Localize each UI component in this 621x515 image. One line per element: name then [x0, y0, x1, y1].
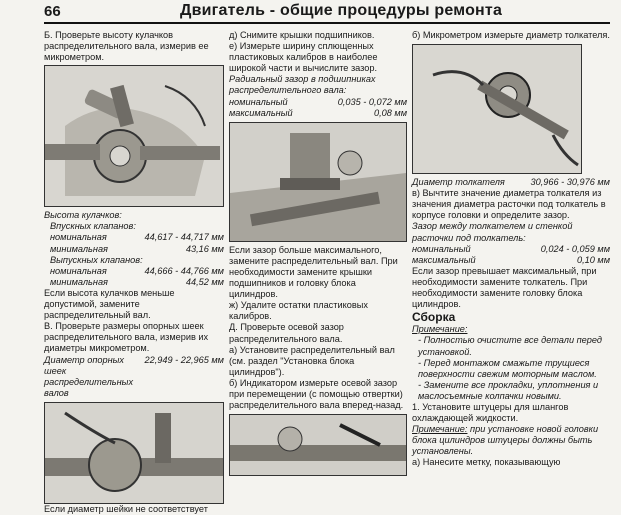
- step-b-indicator: б) Индикатором измерьте осевой зазор при…: [229, 377, 404, 411]
- cam-height-title: Высота кулачков:: [44, 210, 122, 221]
- figure-dial-indicator: [229, 414, 407, 477]
- step-a-install: а) Установите распределительный вал (см.…: [229, 344, 395, 377]
- assembly-step-1: 1. Установите штуцеры для шлангов охлажд…: [412, 401, 569, 424]
- gap-nominal-row: номинальный 0,024 - 0,059 мм: [412, 244, 610, 255]
- figure-tappet-micrometer: [412, 44, 582, 175]
- exhaust-min-label: минимальная: [50, 276, 108, 287]
- gap-exceeds-text: Если зазор превышает максимальный, при н…: [412, 265, 597, 310]
- gap-max-value: 0,10 мм: [576, 254, 610, 265]
- bottom-cut-text: Если диаметр шейки не соответствует: [44, 503, 208, 514]
- step-b-micrometer: б) Микрометром измерьте диаметр толкател…: [412, 30, 610, 40]
- intake-min-row: минимальная 43,16 мм: [44, 244, 224, 255]
- column-1: Б. Проверьте высоту кулачков распределит…: [44, 30, 224, 515]
- note-label-2: Примечание:: [412, 424, 468, 435]
- intake-min-label: минимальная: [50, 243, 108, 254]
- intake-nominal-value: 44,617 - 44,717 мм: [144, 232, 224, 243]
- note-1: - Полностью очистите все детали перед ус…: [418, 335, 602, 357]
- note-3: - Замените все прокладки, уплотнения и м…: [418, 379, 599, 401]
- exhaust-nominal-label: номинальная: [50, 265, 107, 276]
- gap-nominal-label: номинальный: [412, 243, 471, 254]
- radial-nominal-row: номинальный 0,035 - 0,072 мм: [229, 97, 407, 108]
- journal-diameter-value: 22,949 - 22,965 мм: [144, 354, 224, 365]
- radial-max-value: 0,08 мм: [373, 107, 407, 118]
- radial-nominal-value: 0,035 - 0,072 мм: [337, 96, 407, 107]
- tappet-diameter-row: Диаметр толкателя 30,966 - 30,976 мм: [412, 177, 610, 188]
- page-title: Двигатель - общие процедуры ремонта: [180, 2, 503, 19]
- gap-max-row: максимальный 0,10 мм: [412, 255, 610, 266]
- journal-diameter-label: Диаметр опорных шеек распределительных в…: [44, 354, 134, 398]
- page-header: 66 Двигатель - общие процедуры ремонта: [0, 0, 621, 30]
- assembly-step-a: а) Нанесите метку, показывающую: [412, 457, 561, 468]
- radial-nominal-label: номинальный: [229, 96, 288, 107]
- step-g-axial: Д. Проверьте осевой зазор распределитель…: [229, 322, 344, 344]
- radial-gap-title: Радиальный зазор в подшипниках распредел…: [229, 74, 376, 96]
- page-number: 66: [44, 3, 61, 20]
- intake-nominal-label: номинальная: [50, 232, 107, 243]
- note-4-row: Примечание: при установке новой головки …: [412, 424, 610, 457]
- step-v-text: В. Проверьте размеры опорных шеек распре…: [44, 321, 209, 354]
- radial-max-row: максимальный 0,08 мм: [229, 108, 407, 119]
- gap-max-label: максимальный: [412, 254, 476, 265]
- radial-max-label: максимальный: [229, 107, 293, 118]
- figure-cam-micrometer: [44, 65, 224, 208]
- exhaust-nominal-value: 44,666 - 44,766 мм: [144, 265, 224, 276]
- cam-less-min-text: Если высота кулачков меньше допустимой, …: [44, 287, 175, 321]
- step-v-subtract: в) Вычтите значение диаметра толкателя и…: [412, 188, 606, 221]
- gap-nominal-value: 0,024 - 0,059 мм: [540, 243, 610, 254]
- tappet-diameter-value: 30,966 - 30,976 мм: [530, 177, 610, 188]
- greater-max-text: Если зазор больше максимального, заменит…: [229, 244, 398, 300]
- intake-title: Впускных клапанов:: [50, 221, 136, 232]
- gap-title: Зазор между толкателем и стенкой расточк…: [412, 221, 573, 243]
- figure-journal-micrometer: [44, 401, 224, 504]
- step-e-measure: е) Измерьте ширину сплющенных пластиковы…: [229, 41, 378, 74]
- note-2: - Перед монтажом смажьте трущиеся поверх…: [418, 357, 597, 379]
- assembly-heading: Сборка: [412, 310, 456, 325]
- exhaust-nominal-row: номинальная 44,666 - 44,766 мм: [44, 266, 224, 277]
- column-2: д) Снимите крышки подшипников. е) Измерь…: [229, 30, 407, 477]
- column-3: б) Микрометром измерьте диаметр толкател…: [412, 30, 610, 469]
- exhaust-min-row: минимальная 44,52 мм: [44, 277, 224, 288]
- step-b-text: Б. Проверьте высоту кулачков распределит…: [44, 30, 209, 63]
- intake-nominal-row: номинальная 44,617 - 44,717 мм: [44, 232, 224, 243]
- step-zh-remove: ж) Удалите остатки пластиковых калибров.: [229, 300, 368, 322]
- step-d-remove: д) Снимите крышки подшипников.: [229, 30, 375, 40]
- note-label: Примечание:: [412, 324, 468, 335]
- exhaust-min-value: 44,52 мм: [185, 276, 224, 287]
- journal-diameter-row: Диаметр опорных шеек распределительных в…: [44, 355, 224, 399]
- tappet-diameter-label: Диаметр толкателя: [412, 177, 505, 188]
- figure-axial-clearance: [229, 121, 407, 242]
- header-rule: [44, 22, 610, 24]
- note-4: при установке новой головки блока цилинд…: [412, 424, 599, 457]
- intake-min-value: 43,16 мм: [185, 243, 224, 254]
- exhaust-title: Выпускных клапанов:: [50, 254, 143, 265]
